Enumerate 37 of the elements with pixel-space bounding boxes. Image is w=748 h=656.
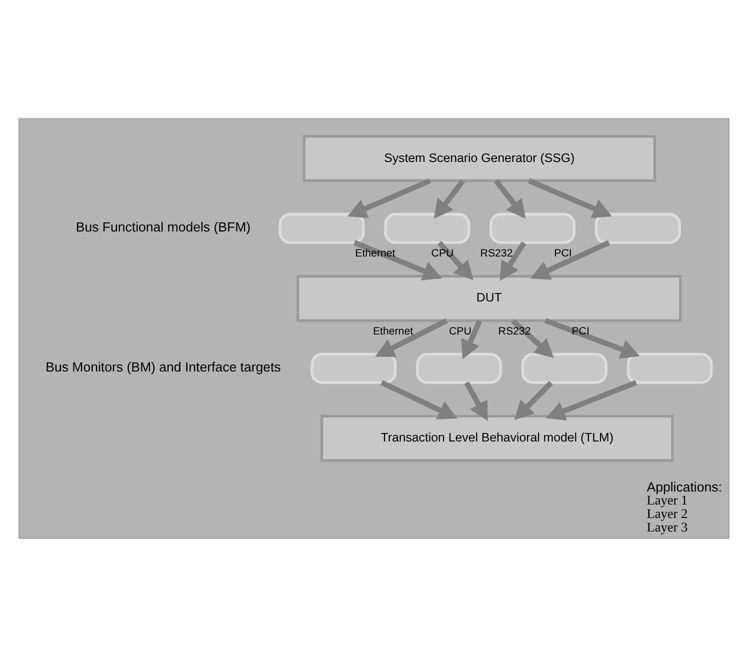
edge-label: CPU [449,325,472,338]
arrow [500,240,526,280]
arrow [380,380,458,419]
node-box [594,212,681,244]
arrow [528,178,612,218]
arrow [494,178,526,218]
node-box: System Scenario Generator (SSG) [302,134,656,182]
arrow [530,240,610,280]
edge-label: Ethernet [355,246,396,259]
arrow [546,380,638,420]
edge-label: RS232 [498,325,531,338]
arrow [353,240,442,280]
edge-label: PCI [572,324,590,337]
arrow [514,380,553,420]
edge-label: PCI [554,246,572,259]
label: Bus Functional models (BFM) [76,219,251,234]
node-box [626,352,713,384]
node-box [310,352,397,384]
node-box [416,352,502,384]
arrow [375,318,448,357]
arrow [461,319,482,359]
node-box [490,212,576,244]
node-box [278,212,365,244]
label: Bus Monitors (BM) and Interface targets [46,358,281,374]
arrow [464,380,488,420]
edge-label: Ethernet [372,324,414,337]
arrow [544,318,640,358]
node-box [384,212,470,244]
node-box: Transaction Level Behavioral model (TLM) [320,414,674,462]
arrow [434,178,465,218]
edge-label: RS232 [480,246,513,259]
arrow [437,240,474,280]
arrow [511,318,554,358]
edge-label: CPU [431,246,454,259]
node-box [521,352,608,384]
arrow [347,178,431,218]
node-box: DUT [296,274,682,322]
